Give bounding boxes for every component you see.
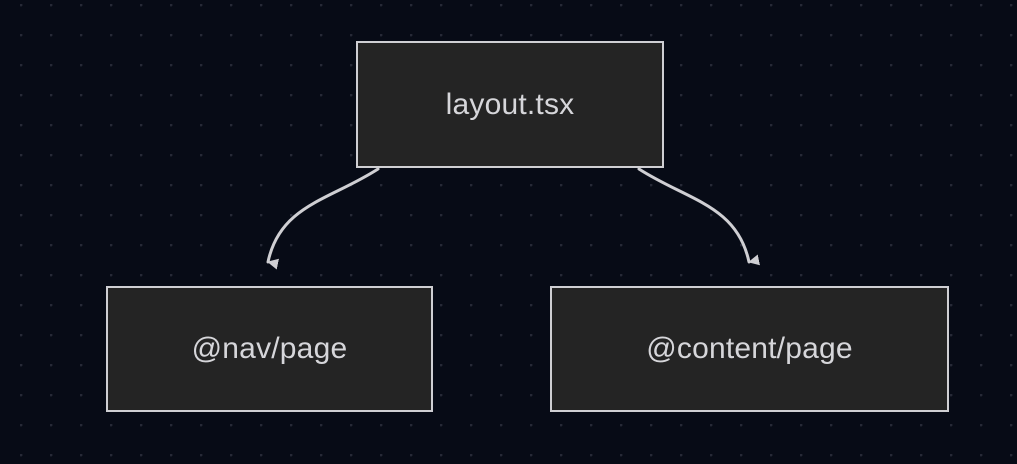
graph-node-nav-page[interactable]: @nav/page bbox=[106, 286, 433, 412]
edge-root-to-content bbox=[637, 167, 761, 266]
graph-node-label: layout.tsx bbox=[445, 87, 575, 121]
edge-root-to-nav bbox=[266, 167, 380, 270]
graph-node-content-page[interactable]: @content/page bbox=[550, 286, 949, 412]
graph-node-label: @content/page bbox=[646, 332, 853, 365]
graph-node-label: @nav/page bbox=[191, 332, 348, 365]
graph-node-layout-tsx[interactable]: layout.tsx bbox=[356, 41, 664, 168]
